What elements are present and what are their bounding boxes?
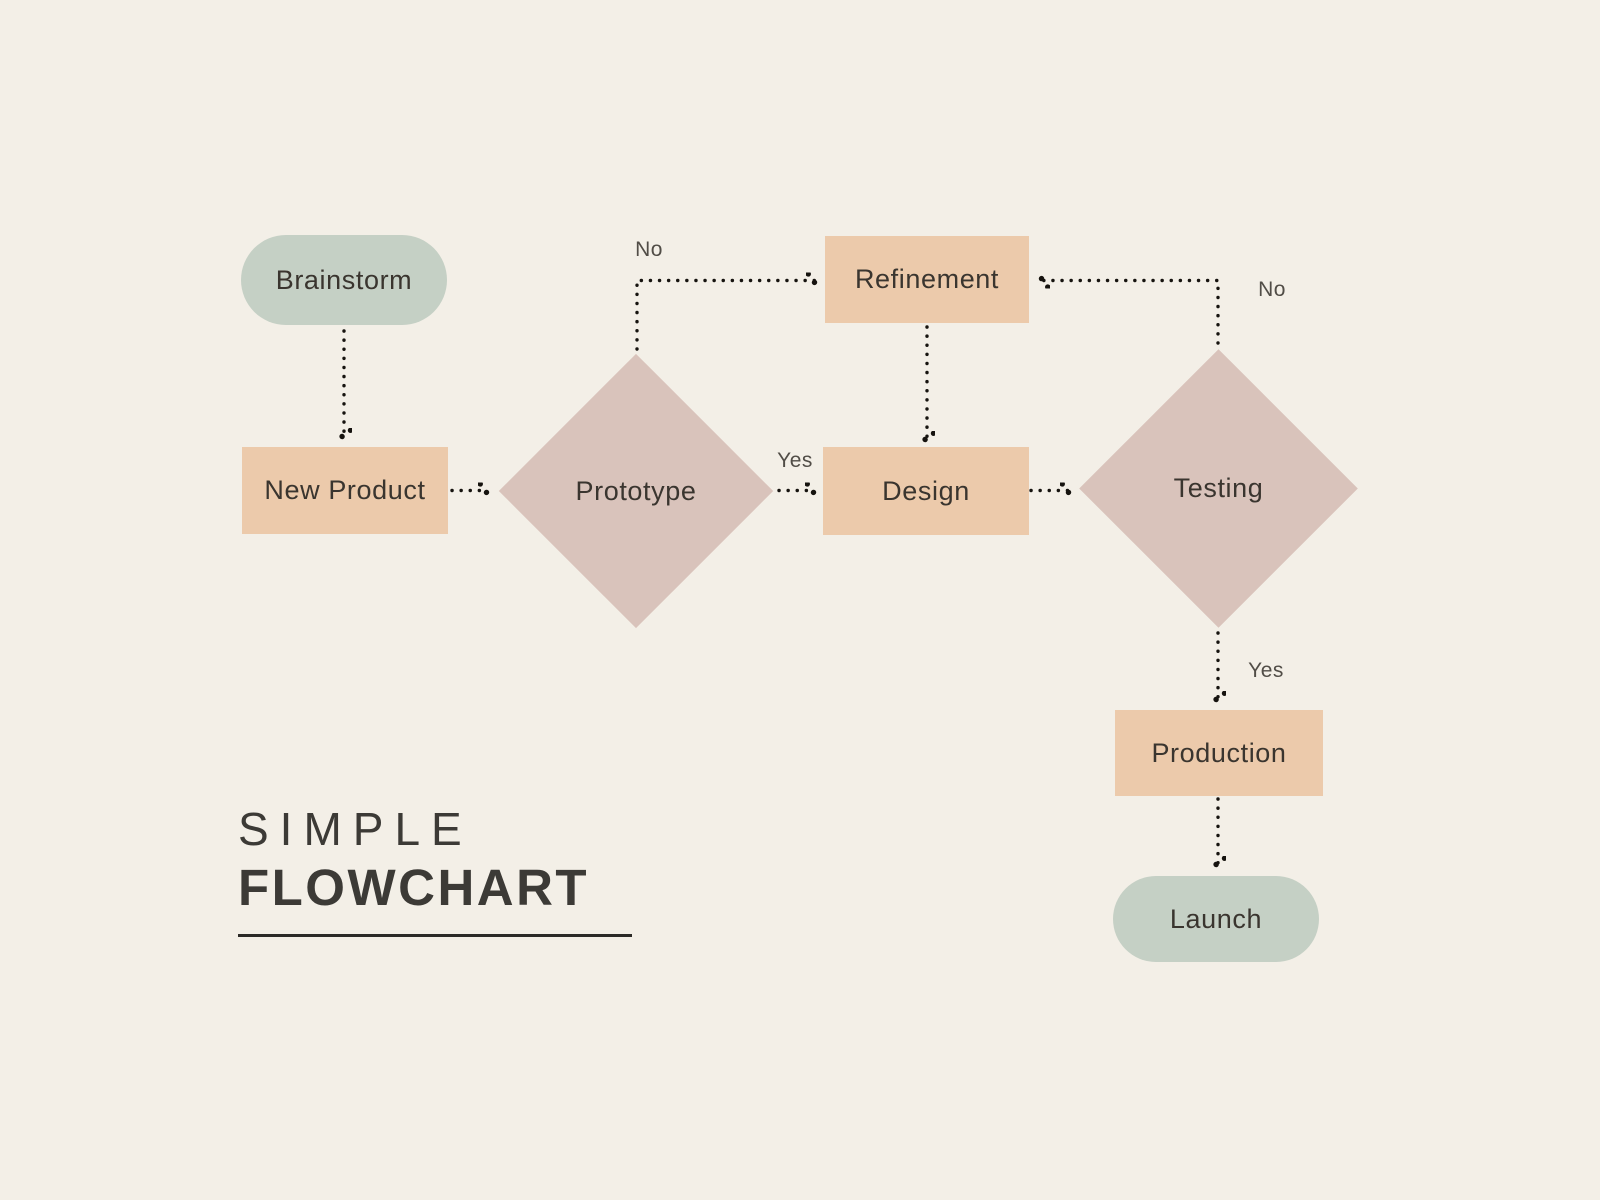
edge-label-prototype-no: No xyxy=(635,238,663,261)
node-design-label: Design xyxy=(882,475,970,506)
edge-prototype-no-to-refinement xyxy=(635,281,816,351)
node-prototype-text: Prototype xyxy=(575,475,697,506)
node-testing: Testing xyxy=(1079,349,1358,628)
node-refinement-label: Refinement xyxy=(854,264,1000,294)
node-design: Design xyxy=(823,447,1029,535)
node-launch-label: Launch xyxy=(1169,903,1263,934)
node-new-product: New Product xyxy=(242,447,448,534)
node-brainstorm-label: Brainstorm xyxy=(275,264,413,295)
node-prototype-label: Prototype xyxy=(539,394,733,588)
title-underline xyxy=(238,934,632,937)
page-title-line2: FLOWCHART xyxy=(238,859,590,916)
title-block: SIMPLE FLOWCHART xyxy=(238,801,658,937)
edge-label-testing-no: No xyxy=(1258,278,1286,301)
node-refinement: Refinement xyxy=(825,236,1029,323)
node-production: Production xyxy=(1115,710,1323,796)
edge-label-testing-yes: Yes xyxy=(1248,659,1284,682)
node-prototype: Prototype xyxy=(498,353,774,629)
node-new-product-label: New Product xyxy=(264,475,426,505)
page-title-line1: SIMPLE xyxy=(238,803,473,855)
node-testing-label: Testing xyxy=(1120,390,1317,587)
node-launch: Launch xyxy=(1113,876,1319,962)
node-brainstorm: Brainstorm xyxy=(241,235,447,325)
edge-label-prototype-yes: Yes xyxy=(777,449,813,472)
edge-testing-no-to-refinement xyxy=(1040,281,1220,345)
node-production-label: Production xyxy=(1151,737,1287,768)
node-testing-text: Testing xyxy=(1173,473,1264,503)
